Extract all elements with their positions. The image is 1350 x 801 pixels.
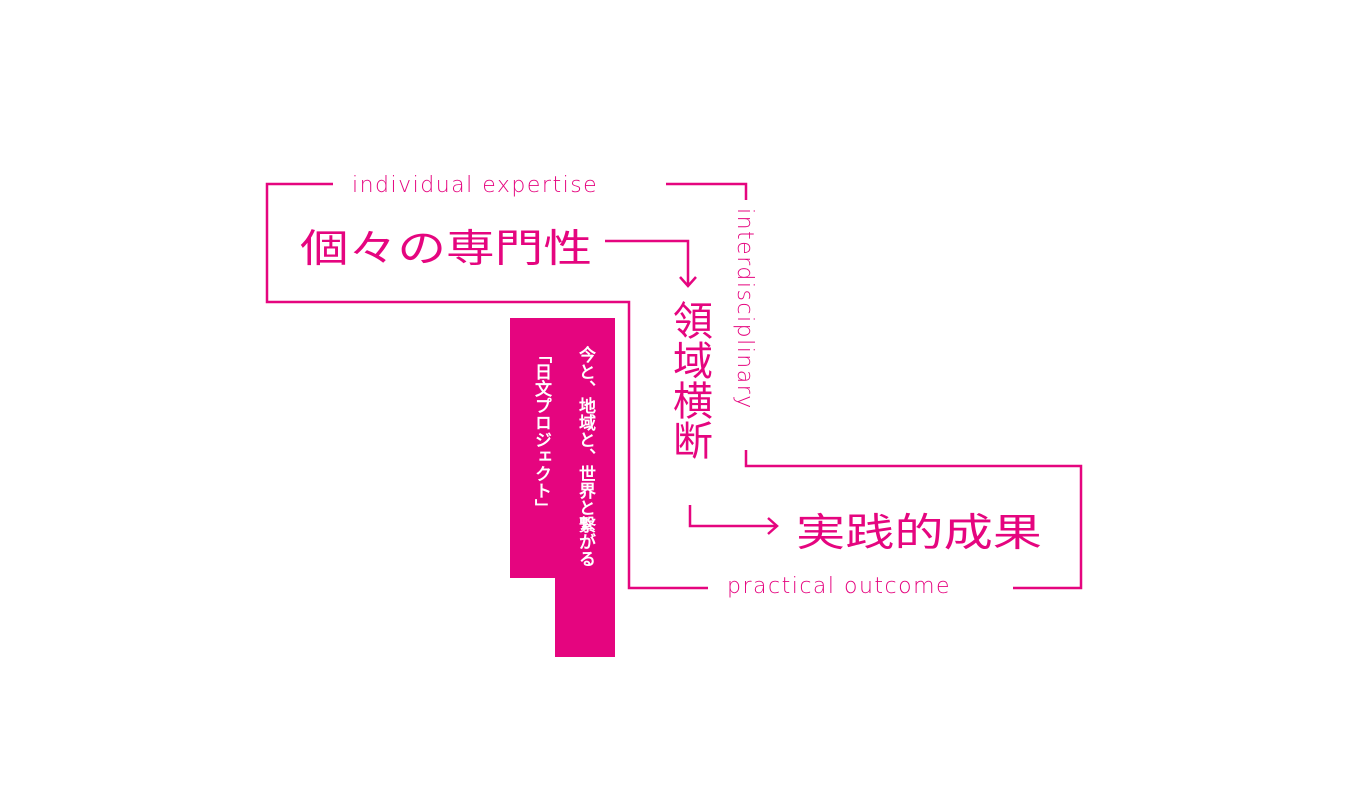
frame-lines — [265, 182, 1083, 590]
term-specialty: 個々の専門性 — [300, 227, 592, 272]
arrowhead-right — [767, 517, 779, 535]
top-frame-left — [265, 182, 708, 590]
label-individual-expertise: individual expertise — [352, 173, 598, 198]
tagline-line2: 「日文プロジェクト」 — [531, 346, 552, 516]
top-frame-right — [666, 182, 748, 200]
tagline-line1: 今と、地域と、世界と繋がる — [575, 345, 596, 567]
term-cross-domain: 領域横断 — [666, 300, 712, 460]
term-practical-result: 実践的成果 — [796, 511, 1042, 556]
flow-arrows — [605, 239, 779, 535]
tagline-bg-right — [555, 318, 615, 657]
tagline-block: 今と、地域と、世界と繋がる 「日文プロジェクト」 — [510, 318, 615, 657]
right-frame — [744, 450, 1083, 590]
arrow-cross-to-result — [688, 505, 776, 528]
arrow-specialty-to-cross — [605, 239, 690, 285]
label-interdisciplinary: interdisciplinary — [732, 208, 757, 410]
tagline-bg-left — [510, 318, 556, 578]
arrowhead-down — [679, 276, 697, 288]
label-practical-outcome: practical outcome — [727, 574, 951, 599]
